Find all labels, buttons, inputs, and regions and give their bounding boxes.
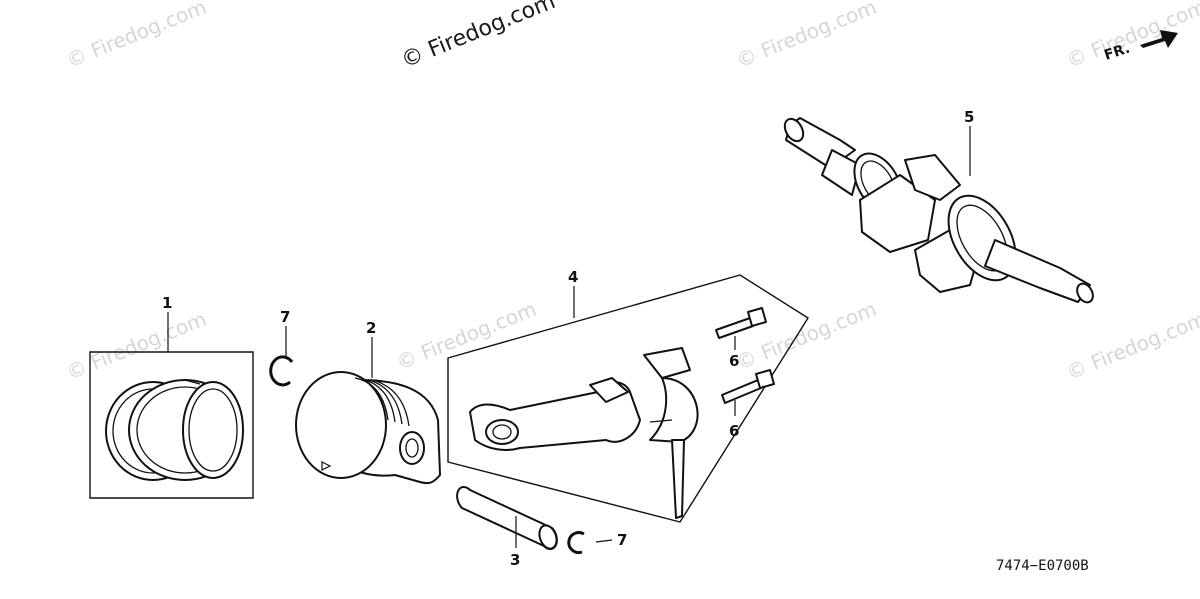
callout-4: 4 [568, 268, 578, 286]
piston-ring-set: 1 [89, 294, 254, 499]
connecting-rod-bolt-upper: 6 [715, 307, 767, 370]
watermark-6: © Firedog.com [733, 297, 880, 375]
callout-2: 2 [366, 319, 376, 337]
watermark-4: © Firedog.com [63, 307, 210, 385]
rod-cap [649, 377, 699, 443]
front-direction-indicator: FR. [1102, 30, 1178, 64]
callout-6-lower: 6 [729, 422, 739, 440]
crankshaft-output-end [984, 239, 1091, 303]
callout-3: 3 [510, 551, 520, 569]
rod-cap-top [643, 347, 691, 379]
callout-5: 5 [964, 108, 974, 126]
connecting-rod-frame [447, 274, 809, 523]
watermarks: © Firedog.com © Firedog.com © Firedog.co… [63, 0, 1200, 385]
watermark-3: © Firedog.com [1063, 0, 1200, 73]
piston-pin: 3 [456, 485, 558, 569]
piston-pin-bore [399, 431, 425, 465]
rod-small-end [485, 419, 519, 445]
watermark-7: © Firedog.com [1063, 307, 1200, 385]
ring-inner [182, 381, 244, 479]
callout-7-upper: 7 [280, 308, 290, 326]
crank-web-1 [859, 174, 936, 253]
piston-pin-clip-lower: 7 [567, 531, 627, 555]
crankshaft: 5 [783, 108, 1094, 304]
arrow-right-icon [1140, 30, 1178, 48]
front-direction-label: FR. [1102, 41, 1132, 64]
watermark-2: © Firedog.com [733, 0, 880, 73]
connecting-rod-assembly: 4 [447, 268, 809, 523]
connecting-rod-bolt-lower: 6 [721, 369, 775, 440]
ring-set-frame [89, 351, 254, 499]
watermark-main: © Firedog.com [398, 0, 559, 74]
oil-dipper [671, 439, 685, 519]
watermark-5: © Firedog.com [393, 297, 540, 375]
callout-6-upper: 6 [729, 352, 739, 370]
diagram-code: 7474−E0700B [996, 558, 1089, 574]
watermark-1: © Firedog.com [63, 0, 210, 73]
piston: 2 [295, 319, 441, 485]
callout-7-lower: 7 [617, 531, 627, 549]
piston-crown [295, 371, 387, 479]
piston-pin-clip-upper: 7 [269, 308, 294, 387]
callout-1: 1 [162, 294, 172, 312]
